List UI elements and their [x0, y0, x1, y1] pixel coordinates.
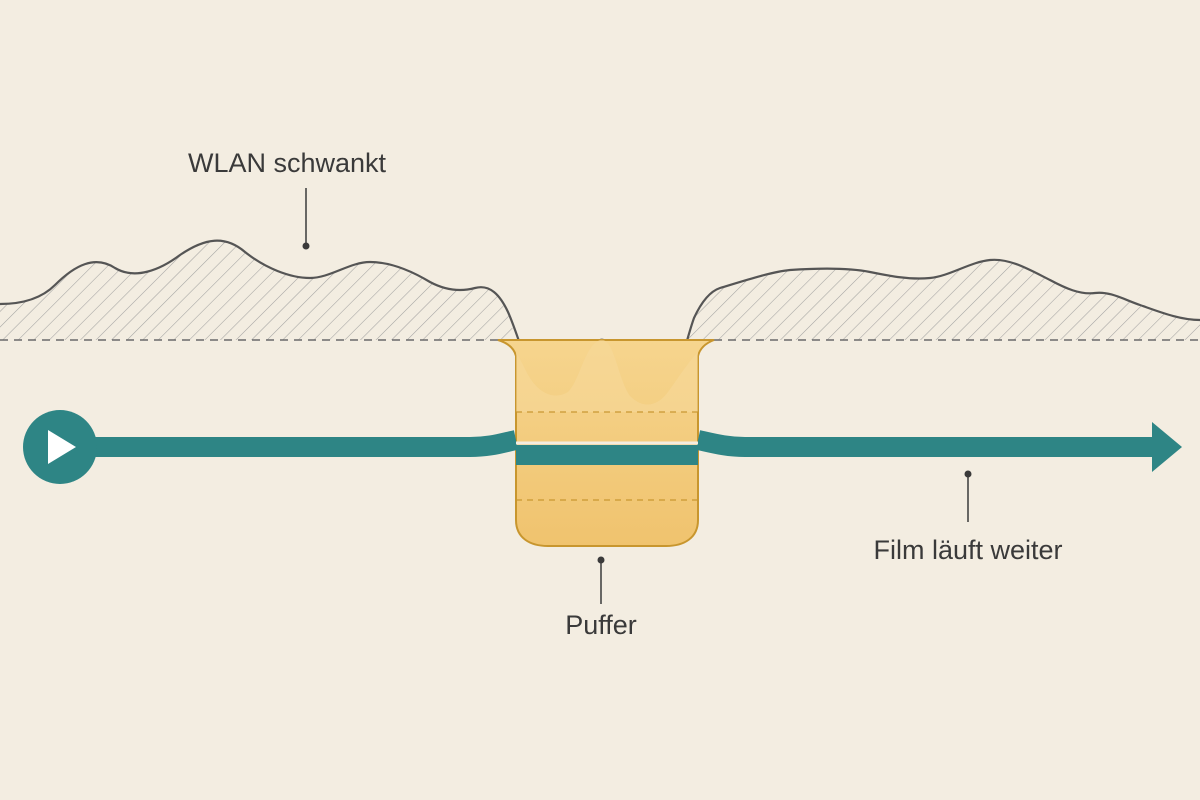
buffer-callout-dot [597, 556, 605, 564]
arrow-right-icon [1152, 422, 1182, 472]
playback-label: Film läuft weiter [873, 535, 1062, 565]
playback-stream [23, 410, 1182, 484]
wifi-signal-area-right [686, 259, 1200, 340]
buffer-wave-surface [516, 339, 698, 412]
wifi-callout-dot [302, 242, 310, 250]
buffer-callout: Puffer [565, 556, 637, 640]
play-icon [23, 410, 97, 484]
wifi-signal-area-left [0, 240, 516, 340]
stream-line-left [80, 430, 519, 457]
playback-callout: Film läuft weiter [873, 470, 1063, 565]
wifi-callout: WLAN schwankt [188, 148, 387, 250]
playback-callout-dot [964, 470, 972, 478]
wifi-label: WLAN schwankt [188, 148, 387, 178]
stream-line-right [695, 430, 1158, 457]
buffer-label: Puffer [565, 610, 637, 640]
